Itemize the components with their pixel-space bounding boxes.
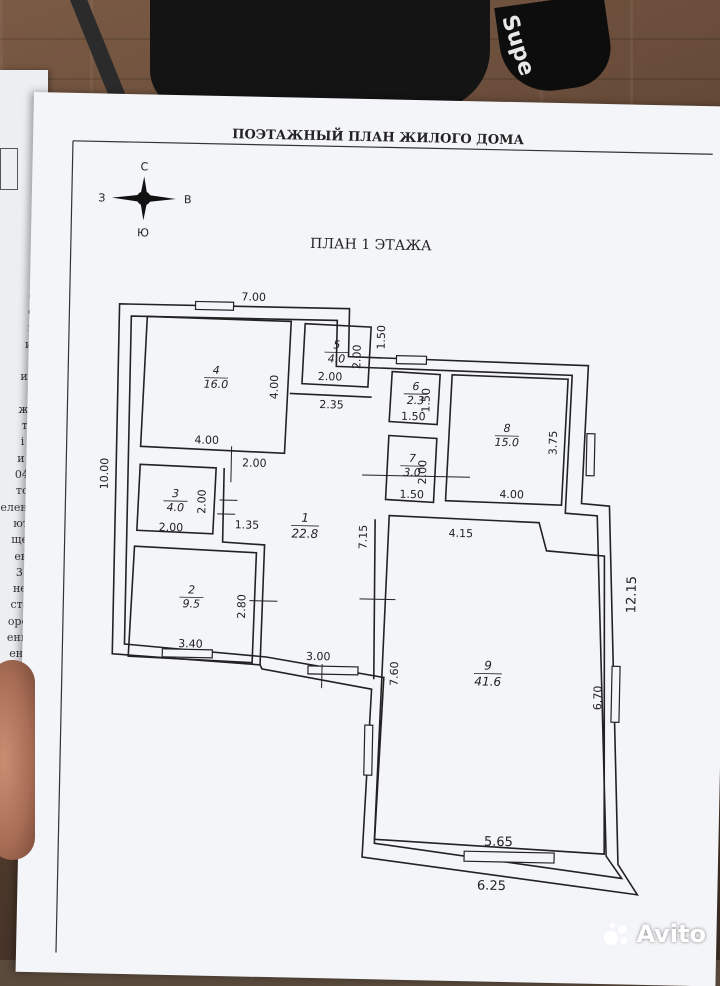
compass-rose-icon: С Ю З В	[97, 159, 192, 240]
compass-east: В	[184, 193, 192, 206]
dim-room5-height: 2.00	[350, 344, 364, 369]
compass-west: З	[98, 191, 105, 204]
window	[364, 725, 373, 775]
floor-plan: ПОЭТАЖНЫЙ ПЛАН ЖИЛОГО ДОМА С Ю З В ПЛАН …	[16, 92, 714, 966]
room-area: 16.0	[204, 378, 229, 392]
dim-room6-height: 1.50	[419, 388, 433, 413]
room-number: 3	[172, 487, 179, 500]
room-number: 5	[333, 338, 340, 351]
room-area: 22.8	[291, 526, 318, 541]
dim-hall-bottom: 3.00	[306, 650, 331, 664]
left-page-box	[0, 148, 18, 190]
plan-sheet: ПОЭТАЖНЫЙ ПЛАН ЖИЛОГО ДОМА С Ю З В ПЛАН …	[16, 92, 720, 986]
frame-left	[56, 141, 73, 953]
room-area: 41.6	[474, 674, 501, 689]
watermark-text: Avito	[636, 920, 706, 948]
room-area: 9.5	[182, 597, 200, 610]
finger	[0, 660, 35, 860]
room-area: 4.0	[166, 501, 184, 514]
watermark: Avito	[604, 920, 706, 948]
dim-room4-width: 4.00	[194, 433, 219, 447]
compass-north: С	[140, 160, 148, 173]
dim-left-height: 10.00	[98, 458, 112, 490]
dim-room9-left: 7.60	[388, 661, 402, 686]
dim-room2-width: 3.40	[178, 637, 203, 651]
room-area: 15.0	[494, 436, 519, 450]
dim-room8-width: 4.00	[499, 488, 524, 502]
dim-room9-top: 4.15	[448, 527, 473, 541]
dim-hall-height: 7.15	[356, 525, 370, 550]
dim-room9-right: 6.70	[591, 686, 605, 711]
dim-room4-height: 4.00	[268, 375, 282, 400]
dim-step: 1.50	[375, 325, 389, 350]
room-number: 6	[412, 380, 419, 393]
dark-clothing	[150, 0, 490, 110]
room-number: 1	[301, 511, 309, 525]
window	[464, 851, 554, 863]
dim-room3-height: 2.00	[195, 489, 209, 514]
dim-hall-width: 1.35	[235, 518, 260, 532]
room-number: 9	[484, 659, 492, 673]
dim-top-width: 7.00	[241, 290, 266, 304]
avito-logo-icon	[604, 921, 630, 947]
window	[195, 301, 233, 310]
dim-room2-height: 2.80	[235, 594, 249, 619]
window	[586, 434, 595, 476]
room-area: 4.0	[328, 352, 346, 365]
dim-room7-height: 2.00	[416, 460, 430, 485]
dim-room7-width: 1.50	[399, 488, 424, 502]
dim-room9-bottom-inner: 5.65	[484, 835, 513, 851]
dim-room3-width: 2.00	[159, 521, 184, 535]
plan-title: ПЛАН 1 ЭТАЖА	[310, 236, 432, 255]
window	[611, 666, 620, 722]
dim-room5-hall: 2.35	[319, 398, 344, 412]
dim-bottom-width: 6.25	[477, 878, 506, 894]
room-number: 2	[188, 583, 195, 596]
dim-right-height: 12.15	[624, 576, 640, 614]
dim-room8-height: 3.75	[547, 431, 561, 456]
room-number: 8	[503, 422, 510, 435]
room-number: 4	[213, 364, 220, 377]
room-number: 7	[409, 452, 416, 465]
windows	[158, 301, 628, 864]
window	[396, 356, 426, 365]
window	[308, 666, 358, 675]
dim-room4-door: 2.00	[242, 456, 267, 470]
dim-room5-width: 2.00	[318, 370, 343, 384]
compass-south: Ю	[137, 226, 149, 239]
